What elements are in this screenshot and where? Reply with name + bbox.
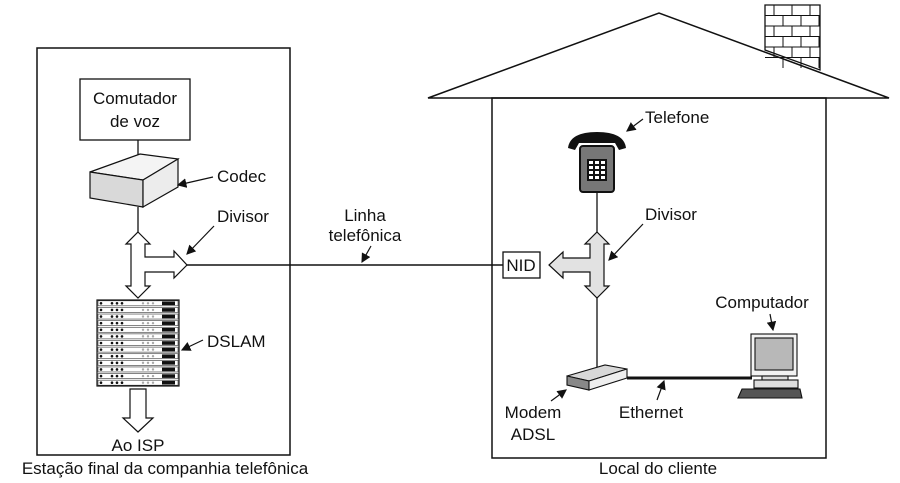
splitter-icon-right bbox=[548, 231, 611, 299]
telephone-label: Telefone bbox=[645, 108, 709, 127]
voice-switch-box bbox=[79, 78, 191, 141]
modem-label: Modem bbox=[505, 403, 562, 422]
chimney-icon bbox=[764, 4, 821, 71]
to-isp-label: Ao ISP bbox=[112, 436, 165, 455]
house bbox=[427, 4, 890, 459]
ethernet-label: Ethernet bbox=[619, 403, 684, 422]
computer-label: Computador bbox=[715, 293, 809, 312]
end-office-caption: Estação final da companhia telefônica bbox=[22, 459, 309, 478]
voice-switch-label-2: de voz bbox=[110, 112, 160, 131]
customer-premises-caption: Local do cliente bbox=[599, 459, 717, 478]
voice-switch-label: Comutador bbox=[93, 89, 177, 108]
telephone-line-label-2: telefônica bbox=[329, 226, 402, 245]
dslam-label: DSLAM bbox=[207, 332, 266, 351]
codec-label: Codec bbox=[217, 167, 267, 186]
telephone-line-label: Linha bbox=[344, 206, 386, 225]
splitter-label-left: Divisor bbox=[217, 207, 269, 226]
computer-icon bbox=[737, 333, 803, 399]
adsl-modem-icon bbox=[566, 364, 628, 391]
codec-icon bbox=[89, 153, 180, 209]
dslam-icon bbox=[96, 299, 180, 387]
nid-label: NID bbox=[506, 256, 535, 275]
to-isp-arrow-icon bbox=[121, 388, 155, 433]
end-office-box bbox=[36, 47, 291, 456]
splitter-icon-left bbox=[124, 231, 188, 299]
nid-box bbox=[502, 251, 541, 279]
telephone-icon bbox=[568, 132, 626, 193]
splitter-label-right: Divisor bbox=[645, 205, 697, 224]
modem-label-2: ADSL bbox=[511, 425, 555, 444]
